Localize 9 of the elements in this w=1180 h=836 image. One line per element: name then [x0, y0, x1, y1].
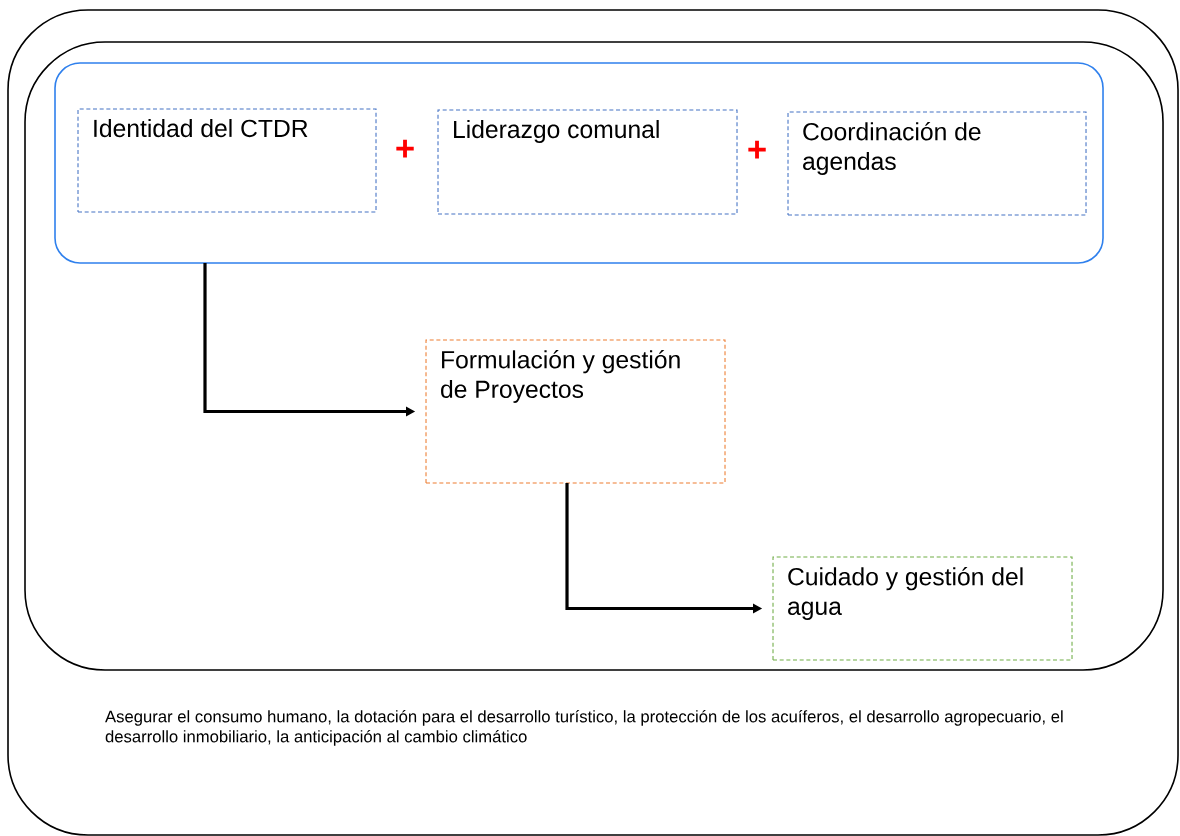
- plus-sign: +: [748, 140, 766, 159]
- factor-box: Liderazgo comunal: [437, 109, 738, 215]
- factor-box: Coordinación de agendas: [787, 111, 1087, 216]
- process-box: Formulación y gestión de Proyectos: [425, 339, 726, 484]
- factor-box: Identidad del CTDR: [77, 108, 377, 213]
- group-box: [54, 62, 1104, 264]
- plus-sign: +: [396, 139, 414, 158]
- result-box: Cuidado y gestión del agua: [772, 556, 1073, 661]
- inner-frame: [24, 41, 1164, 671]
